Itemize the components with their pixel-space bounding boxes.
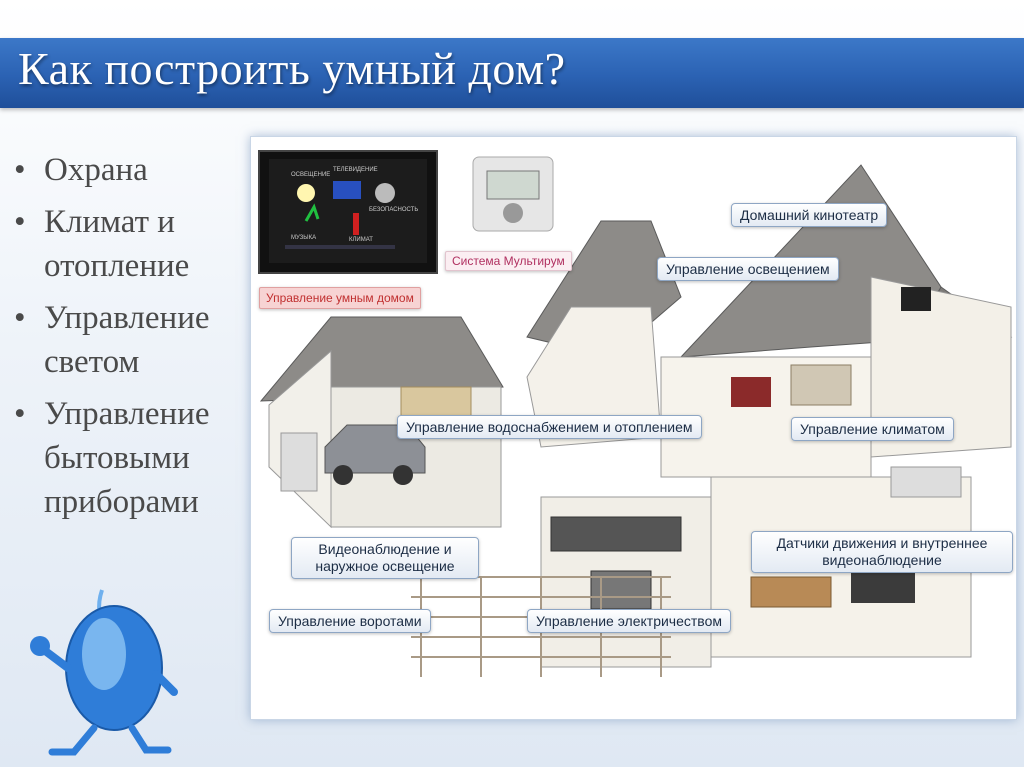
bullet-item: • Климат и отопление <box>10 200 260 288</box>
panel-label-lighting: ОСВЕЩЕНИЕ <box>291 172 330 178</box>
bullet-item: • Управление бытовыми приборами <box>10 392 260 524</box>
bullet-text: Климат и отопление <box>44 204 190 284</box>
bullet-dot-icon: • <box>14 396 26 432</box>
callout-video-outdoor-lighting: Видеонаблюдение и наружное освещение <box>291 537 479 579</box>
bullet-text: Охрана <box>44 152 148 188</box>
multiroom-remote-device <box>472 156 554 232</box>
panel-label-tv: ТЕЛЕВИДЕНИЕ <box>333 167 378 173</box>
callout-gate-control: Управление воротами <box>269 609 431 633</box>
bullet-item: • Управление светом <box>10 296 260 384</box>
callout-multiroom-system: Система Мультирум <box>445 251 572 271</box>
callout-smart-home-control: Управление умным домом <box>259 287 421 309</box>
callout-motion-sensors: Датчики движения и внутреннее видеонаблю… <box>751 531 1013 573</box>
mouse-mascot-icon <box>30 589 178 756</box>
title-bar: Как построить умный дом? <box>0 38 1024 108</box>
panel-label-music: МУЗЫКА <box>291 235 316 241</box>
callout-electricity-control: Управление электричеством <box>527 609 731 633</box>
callout-home-theater: Домашний кинотеатр <box>731 203 888 227</box>
control-panel-screen: ОСВЕЩЕНИЕ ТЕЛЕВИДЕНИЕ БЕЗОПАСНОСТЬ МУЗЫК… <box>258 150 438 274</box>
callout-lighting-control: Управление освещением <box>657 257 839 281</box>
smart-home-illustration: ОСВЕЩЕНИЕ ТЕЛЕВИДЕНИЕ БЕЗОПАСНОСТЬ МУЗЫК… <box>250 136 1017 720</box>
panel-label-security: БЕЗОПАСНОСТЬ <box>369 207 418 213</box>
callout-water-heating-control: Управление водоснабжением и отоплением <box>397 415 702 439</box>
bullet-dot-icon: • <box>14 300 26 336</box>
slide-title: Как построить умный дом? <box>18 43 566 94</box>
panel-label-climate: КЛИМАТ <box>349 237 373 243</box>
callout-climate-control: Управление климатом <box>791 417 954 441</box>
bullet-text: Управление светом <box>44 300 210 380</box>
bullet-dot-icon: • <box>14 204 26 240</box>
bullet-item: • Охрана <box>10 148 260 192</box>
bullet-dot-icon: • <box>14 152 26 188</box>
bullet-text: Управление бытовыми приборами <box>44 396 210 520</box>
bullet-list: • Охрана • Климат и отопление • Управление … <box>10 148 260 532</box>
